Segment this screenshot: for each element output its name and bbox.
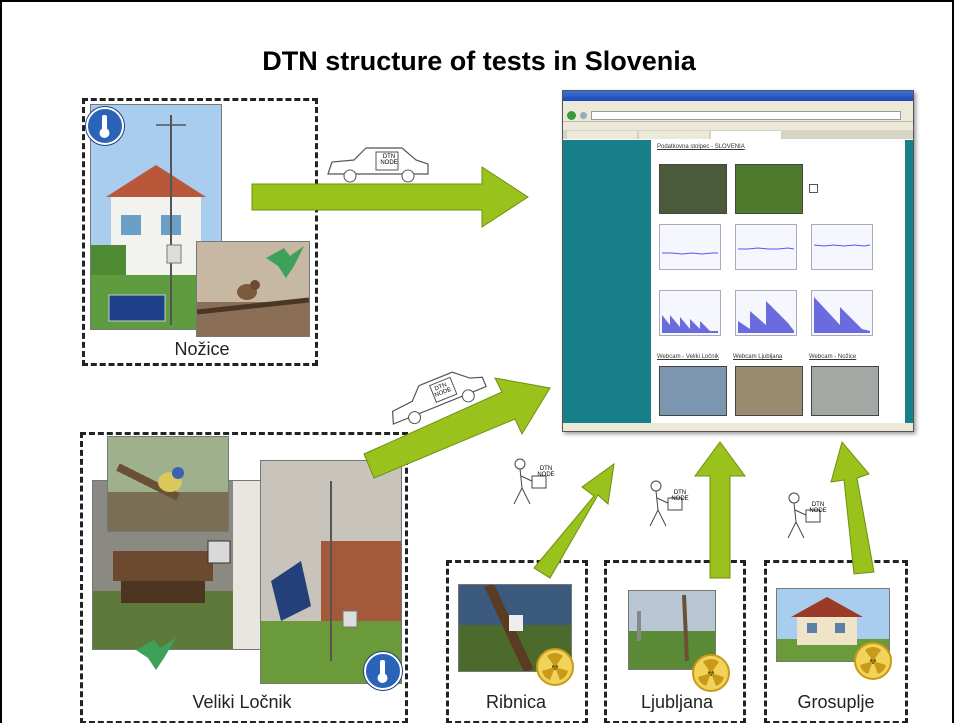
webcam-link: Webcam Ljubljana [733,354,783,360]
photo-thumbnail [735,164,803,214]
browser-tab [567,131,637,139]
browser-right-bar [905,140,913,423]
browser-tabs [563,130,913,139]
site-label-grosuplje: Grosuplje [797,692,875,712]
browser-statusbar [563,423,913,431]
browser-url-bar [591,110,901,120]
mini-bar-chart [735,290,797,336]
walking-person-icon [513,458,547,505]
thermometer-icon [86,107,124,145]
dtn-label-line2: NODE [537,472,555,478]
mini-bar-chart [811,290,873,336]
arrow-grosuplje-to-server [830,440,875,575]
browser-sidebar [563,140,651,423]
webcam-thumbnail [735,366,803,416]
mini-line-chart [735,224,797,270]
site-group-ljubljana [604,560,746,723]
bird-icon [266,246,304,278]
dtn-label-line1: DTN [673,490,687,496]
slide-title: DTN structure of tests in Slovenia [262,46,696,76]
site-group-veliki-locnik [80,432,408,723]
dtn-label-line2: NODE [380,160,398,166]
browser-menubar [563,101,913,109]
photo-thumbnail [659,164,727,214]
station-solar-drawing [261,461,401,683]
site-group-ribnica [446,560,588,723]
webcam-link: Webcam - Nožice [809,354,857,360]
forward-icon [580,111,587,119]
webcam-thumbnail [659,366,727,416]
car-icon [327,147,429,183]
walking-person-icon [787,492,821,539]
site-label-ribnica: Ribnica [485,692,547,712]
browser-tab [711,131,781,139]
walking-person-icon [649,480,683,527]
dtn-label-line1: DTN [382,154,396,160]
car-dtn-label: DTN NODE [379,154,399,166]
dtn-label-line2: NODE [671,496,689,502]
content-heading: Podatkovna stolpec - SLOVENIA [657,144,745,150]
dtn-label-line1: DTN [539,466,553,472]
car-icon [391,371,487,425]
mini-line-chart [811,224,873,270]
dtn-label-line1: DTN [811,502,825,508]
dtn-label-line2: NODE [809,508,827,514]
ljubljana-photo [628,590,716,670]
thermometer-icon [364,652,402,690]
browser-content: Podatkovna stolpec - SLOVENIA [651,140,905,423]
mini-line-chart [659,224,721,270]
blue-tit-photo [107,436,229,532]
mini-bar-chart [659,290,721,336]
blue-tit-drawing [108,437,228,531]
site-label-ljubljana: Ljubljana [640,692,714,712]
browser-body: Podatkovna stolpec - SLOVENIA [563,140,913,423]
person-dtn-label: DTN NODE [536,466,556,478]
webcam-thumbnail [811,366,879,416]
browser-titlebar [563,91,913,101]
browser-tab [639,131,709,139]
site-label-nozice: Nožice [174,339,230,359]
person-dtn-label: DTN NODE [808,502,828,514]
browser-bookmarks [563,122,913,130]
back-icon [567,110,576,120]
site-label-veliki-locnik: Veliki Ločnik [192,692,292,712]
site-group-nozice [82,98,318,366]
radiation-icon [536,648,574,686]
station-solar-photo [260,460,402,684]
person-dtn-label: DTN NODE [670,490,690,502]
webcam-link: Webcam - Veliki Ločnik [657,354,719,360]
ljubljana-drawing [629,591,715,669]
bird-icon [136,638,176,670]
radiation-icon [692,654,730,692]
arrow-ljubljana-to-server [694,441,746,579]
browser-navbar [563,109,913,122]
browser-screenshot: Podatkovna stolpec - SLOVENIA [562,90,914,432]
checkbox-icon [809,184,818,193]
radiation-icon [854,642,892,680]
